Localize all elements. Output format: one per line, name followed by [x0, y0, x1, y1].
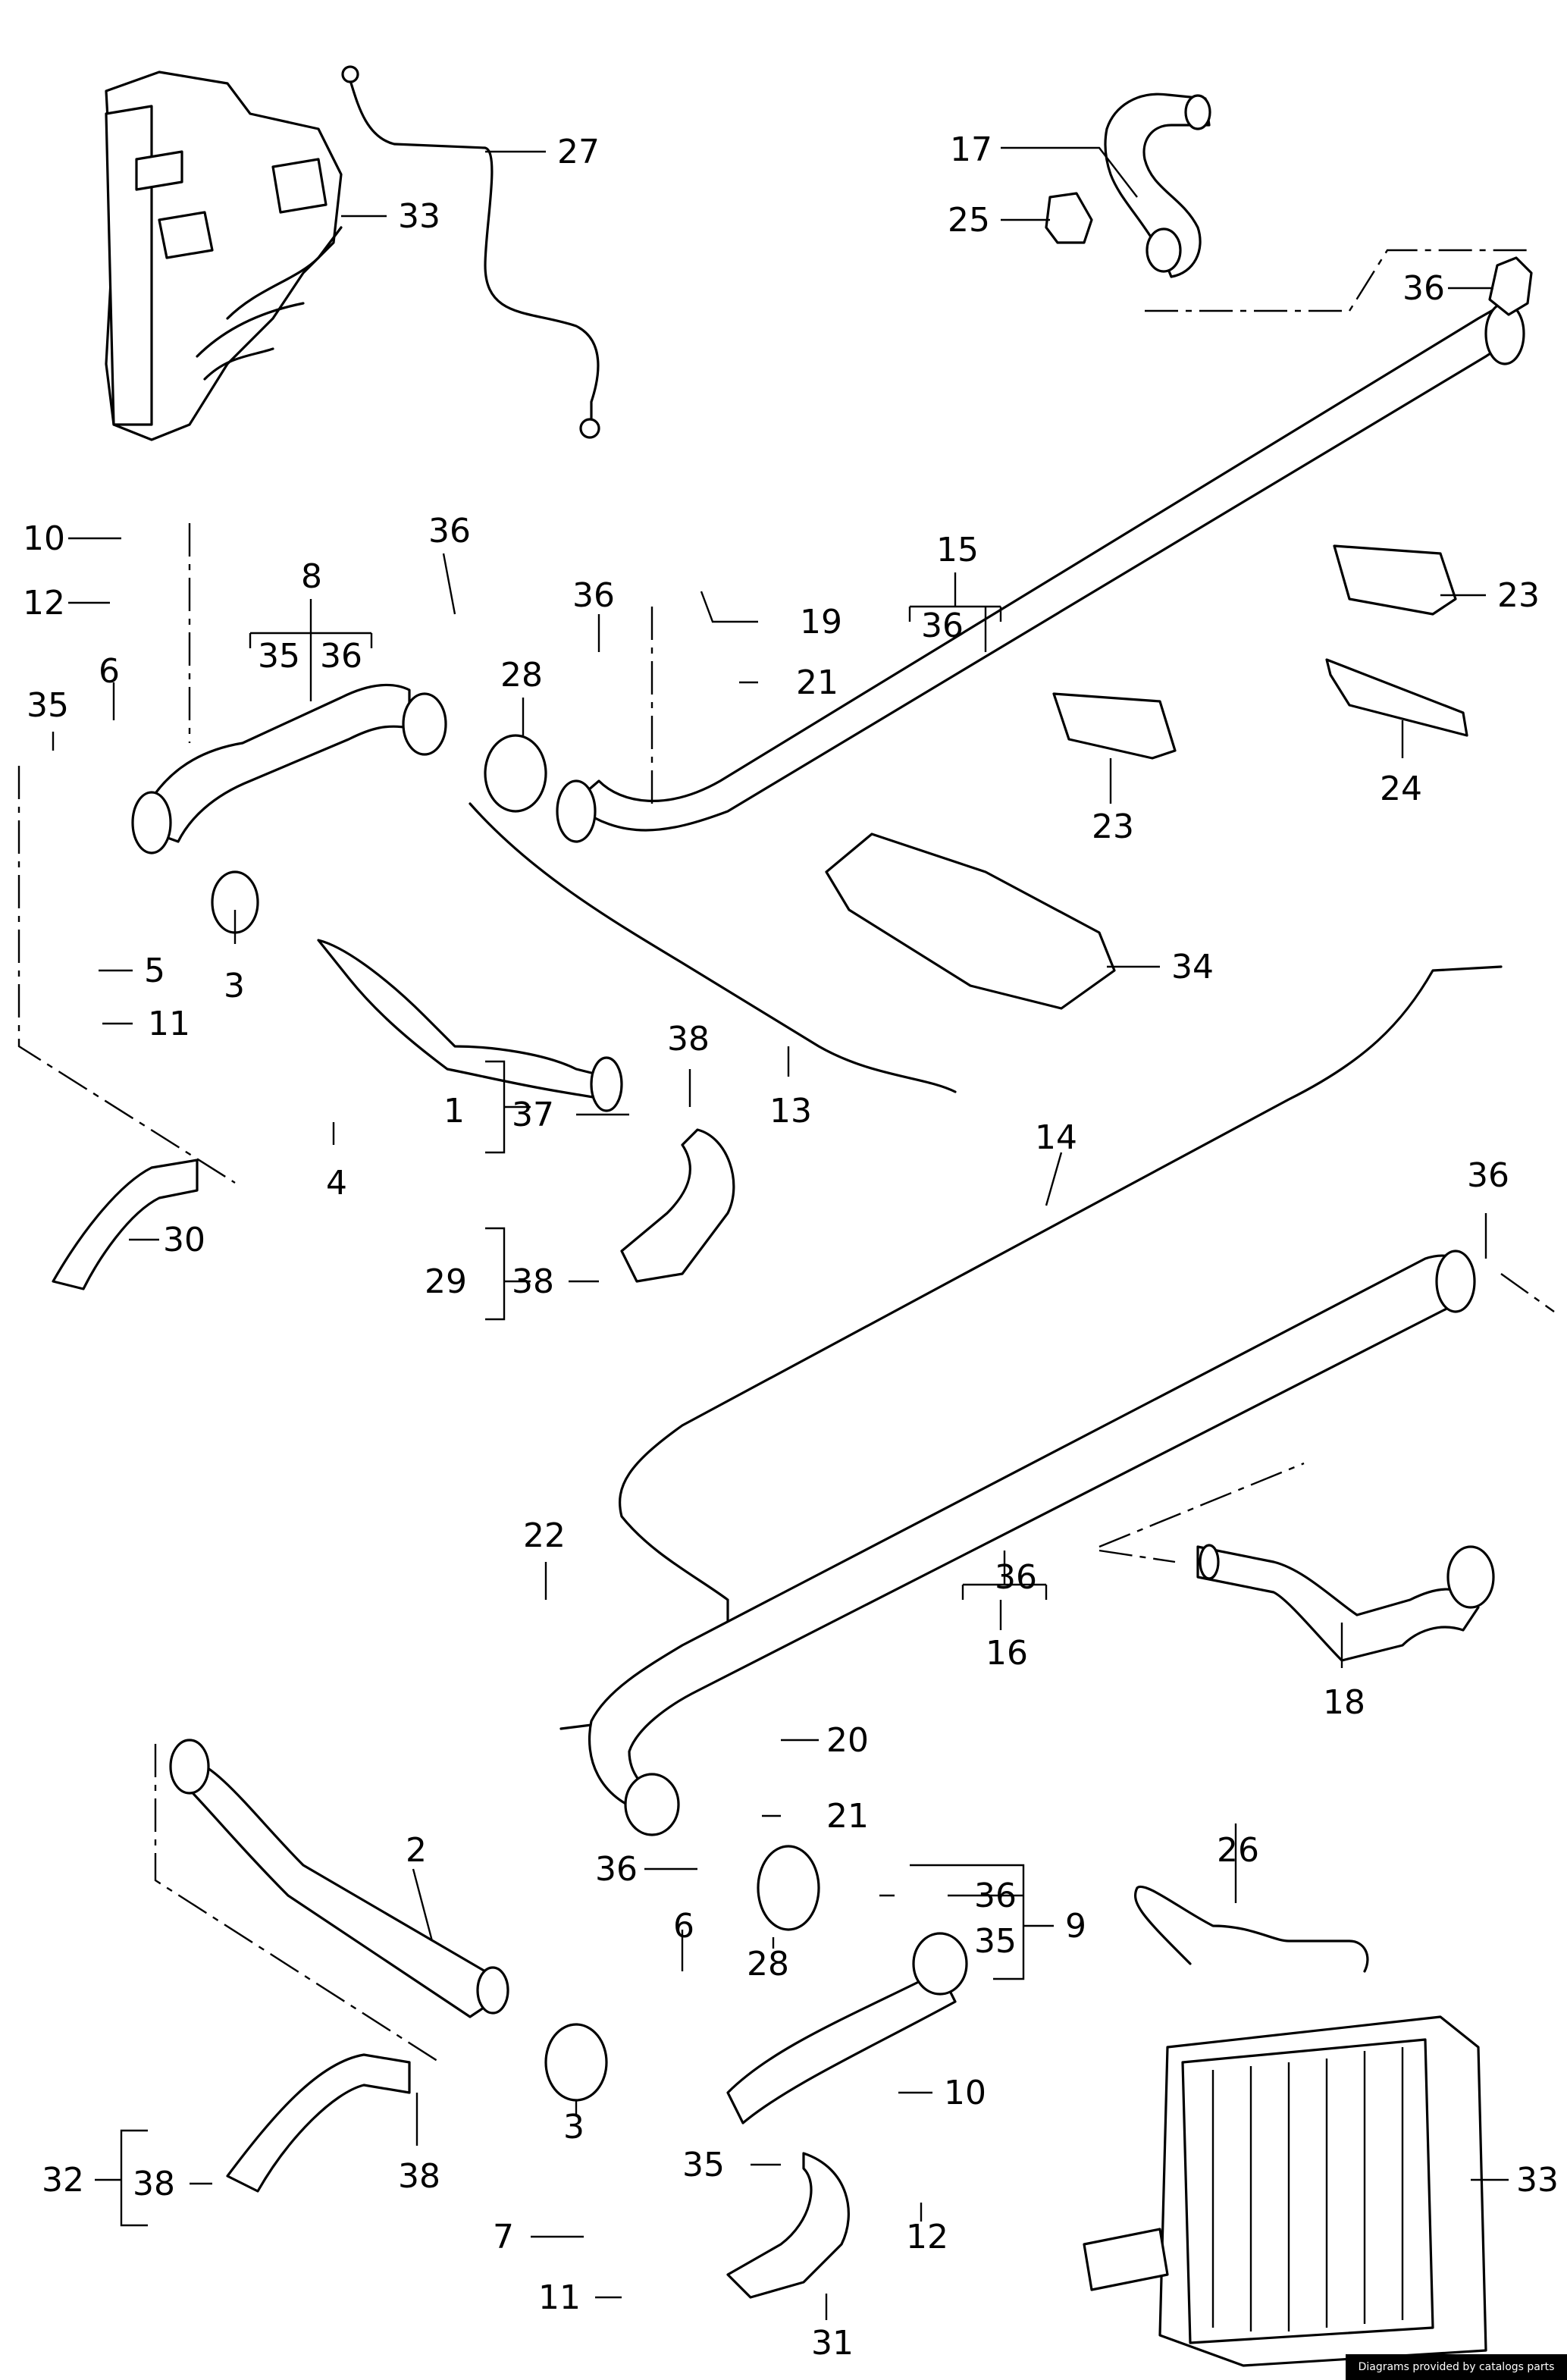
callout-13: 13 [769, 1092, 812, 1130]
clip-23-upper [1333, 544, 1457, 616]
wire-harness-27 [341, 65, 600, 439]
callout-7: 7 [493, 2218, 514, 2256]
callout-15: 15 [936, 531, 979, 569]
callout-24: 24 [1380, 770, 1422, 808]
callout-10-bottom: 10 [944, 2074, 986, 2112]
callout-12-bottom: 12 [906, 2218, 948, 2256]
callout-36-e: 36 [921, 607, 964, 645]
callout-3-bottom: 3 [563, 2108, 584, 2146]
callout-9: 9 [1065, 1907, 1086, 1946]
hose-30 [52, 1159, 199, 1290]
callout-35-b: 35 [27, 686, 69, 725]
connector-28-upper [484, 734, 547, 813]
callout-38-b: 38 [512, 1262, 554, 1301]
callout-6-top: 6 [99, 652, 120, 691]
callout-21-bottom: 21 [826, 1797, 869, 1836]
callout-14: 14 [1035, 1118, 1077, 1157]
callout-35-c: 35 [974, 1922, 1017, 1961]
callout-35-a: 35 [258, 637, 300, 676]
callout-3-top: 3 [224, 967, 245, 1005]
callout-30: 30 [163, 1221, 205, 1259]
hose-2 [169, 1739, 509, 2018]
heat-shield-34 [825, 833, 1116, 1010]
connector-28-lower [757, 1845, 820, 1931]
callout-21-top: 21 [796, 663, 838, 702]
callout-1: 1 [443, 1092, 465, 1130]
callout-36-c: 36 [428, 512, 471, 550]
callout-25: 25 [948, 201, 990, 240]
callout-17: 17 [950, 130, 992, 169]
callout-26: 26 [1217, 1831, 1259, 1870]
hose-32 [226, 2053, 411, 2193]
callout-2: 2 [406, 1831, 427, 1870]
wire-harness-13 [469, 802, 957, 1093]
callout-36-h: 36 [595, 1850, 638, 1889]
callout-10-top: 10 [23, 519, 65, 558]
callout-labels: 27 33 17 25 36 10 12 8 35 36 36 36 19 21… [23, 130, 1559, 2363]
callout-36-a: 36 [1402, 269, 1445, 308]
bracket-24 [1325, 658, 1468, 737]
hose-1 [211, 870, 623, 1112]
callout-36-b: 36 [320, 637, 362, 676]
hose-15 [556, 302, 1525, 843]
wire-harness-26 [1133, 1885, 1369, 1973]
hose-8 [131, 683, 447, 854]
callout-22: 22 [523, 1516, 566, 1555]
callout-33-bottom: 33 [1516, 2161, 1559, 2200]
callout-35-d: 35 [682, 2146, 725, 2184]
hose-16 [588, 1250, 1476, 1836]
callout-6-bottom: 6 [673, 1907, 694, 1946]
clip-25 [1045, 192, 1093, 244]
callout-36-i: 36 [974, 1877, 1017, 1915]
callout-18: 18 [1323, 1683, 1365, 1722]
hose-17 [1104, 93, 1211, 278]
callout-28-bottom: 28 [747, 1945, 789, 1983]
callout-8: 8 [301, 557, 322, 596]
callout-27: 27 [557, 133, 600, 171]
hose-31 [726, 2152, 850, 2299]
coupling-3-lower [544, 2023, 608, 2102]
callout-31: 31 [811, 2324, 854, 2363]
callout-36-d: 36 [572, 576, 615, 615]
callout-36-g: 36 [995, 1558, 1037, 1597]
callout-12-top: 12 [23, 584, 65, 622]
clip-36-top [1488, 256, 1533, 316]
credit-banner: Diagrams provided by catalogs parts [1346, 2354, 1567, 2380]
callout-32: 32 [42, 2161, 84, 2200]
callout-38-c: 38 [133, 2165, 175, 2203]
hose-18 [1196, 1544, 1495, 1662]
callout-28-top: 28 [500, 656, 543, 695]
callout-33-top: 33 [398, 197, 440, 236]
callout-38-d: 38 [398, 2157, 440, 2196]
radiator-assembly-top [105, 71, 343, 441]
callout-4: 4 [326, 1164, 347, 1203]
callout-38-a: 38 [667, 1020, 710, 1058]
hose-9 [726, 1932, 968, 2124]
callout-11-top: 11 [148, 1005, 190, 1043]
callout-23-lower: 23 [1092, 807, 1134, 846]
callout-16: 16 [986, 1634, 1028, 1673]
radiator-assembly-bottom [1083, 2015, 1487, 2367]
callout-20: 20 [826, 1721, 869, 1760]
clip-23-lower [1052, 692, 1177, 760]
callout-19: 19 [800, 603, 842, 641]
callout-36-f: 36 [1467, 1156, 1509, 1195]
callout-5: 5 [144, 952, 165, 990]
callout-37: 37 [512, 1096, 554, 1134]
callout-23-upper: 23 [1497, 576, 1540, 615]
callout-11-bottom: 11 [538, 2278, 581, 2317]
hose-29 [620, 1128, 735, 1283]
callout-34: 34 [1171, 948, 1214, 986]
callout-29: 29 [425, 1262, 467, 1301]
leader-lines [52, 146, 1509, 2320]
